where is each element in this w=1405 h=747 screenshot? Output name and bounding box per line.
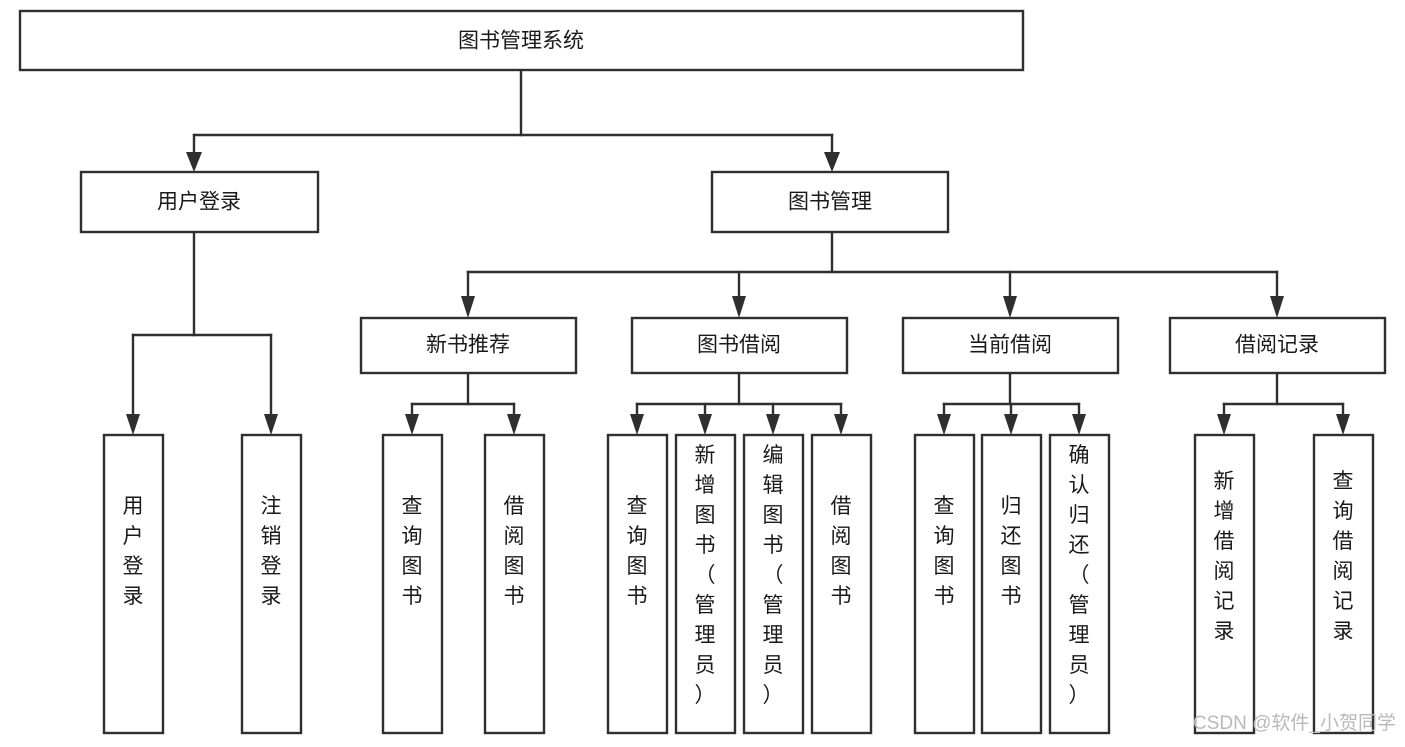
node-root-box[interactable] bbox=[18, 9, 1025, 72]
node-leaf-borrow-book-2[interactable]: 借阅图书 bbox=[810, 433, 873, 735]
node-leaf-query-book-1-box[interactable] bbox=[381, 433, 444, 735]
arrowhead-leaf-user-login bbox=[126, 414, 140, 435]
node-user-login-label: 用户登录 bbox=[157, 191, 241, 214]
arrowhead-leaf-logout-login bbox=[264, 414, 278, 435]
node-book-borrow[interactable]: 图书借阅 bbox=[630, 316, 849, 375]
arrowhead-book-borrow bbox=[732, 296, 746, 318]
node-leaf-logout-login-box[interactable] bbox=[240, 433, 303, 735]
node-current-borrow[interactable]: 当前借阅 bbox=[901, 316, 1120, 375]
node-leaf-return-book[interactable]: 归还图书 bbox=[980, 433, 1043, 735]
arrowhead-borrow-record bbox=[1270, 296, 1284, 318]
node-leaf-user-login-box[interactable] bbox=[102, 433, 165, 735]
arrowhead-leaf-add-record bbox=[1217, 414, 1231, 435]
node-leaf-add-book-box[interactable] bbox=[674, 433, 737, 735]
arrowhead-leaf-borrow-book-2 bbox=[834, 414, 848, 435]
node-book-manage-box[interactable] bbox=[710, 170, 950, 234]
arrowhead-leaf-query-record bbox=[1336, 414, 1350, 435]
node-book-borrow-box[interactable] bbox=[630, 316, 849, 375]
arrowhead-leaf-query-book-2 bbox=[630, 414, 644, 435]
node-leaf-query-book-3[interactable]: 查询图书 bbox=[913, 433, 976, 735]
node-leaf-borrow-book-2-box[interactable] bbox=[810, 433, 873, 735]
arrowhead-leaf-query-book-3 bbox=[937, 414, 951, 435]
node-leaf-query-book-2-box[interactable] bbox=[606, 433, 669, 735]
node-current-borrow-box[interactable] bbox=[901, 316, 1120, 375]
node-new-book-rec-label: 新书推荐 bbox=[426, 334, 510, 357]
node-book-borrow-label: 图书借阅 bbox=[697, 334, 781, 357]
node-leaf-add-record[interactable]: 新增借阅记录 bbox=[1193, 433, 1256, 735]
node-leaf-logout-login-label: 注销登录 bbox=[261, 495, 282, 608]
node-book-manage-label: 图书管理 bbox=[788, 191, 872, 214]
node-leaf-return-book-box[interactable] bbox=[980, 433, 1043, 735]
connector-group-borrow-record bbox=[1217, 371, 1350, 435]
node-leaf-query-book-3-box[interactable] bbox=[913, 433, 976, 735]
node-new-book-rec-box[interactable] bbox=[359, 316, 578, 375]
arrowhead-new-book-rec bbox=[461, 296, 475, 318]
arrowhead-leaf-return-book bbox=[1004, 414, 1018, 435]
node-leaf-add-book[interactable]: 新增图书（管理员） bbox=[674, 433, 737, 735]
node-leaf-add-record-box[interactable] bbox=[1193, 433, 1256, 735]
arrowhead-leaf-query-book-1 bbox=[405, 414, 419, 435]
node-root[interactable]: 图书管理系统 bbox=[18, 9, 1025, 72]
arrowhead-leaf-borrow-book-1 bbox=[507, 414, 521, 435]
node-leaf-query-book-3-label: 查询图书 bbox=[934, 495, 955, 608]
node-leaf-confirm-return-box[interactable] bbox=[1048, 433, 1111, 735]
connector-group-book-borrow bbox=[630, 371, 848, 435]
connector-group-root bbox=[186, 68, 840, 172]
node-leaf-edit-book[interactable]: 编辑图书（管理员） bbox=[742, 433, 805, 735]
connector-group-current-borrow bbox=[937, 371, 1086, 435]
connector-group-new-book-rec bbox=[405, 371, 521, 435]
node-leaf-edit-book-box[interactable] bbox=[742, 433, 805, 735]
node-leaf-query-book-2[interactable]: 查询图书 bbox=[606, 433, 669, 735]
node-leaf-borrow-book-1-box[interactable] bbox=[483, 433, 546, 735]
connector-group-book-manage bbox=[461, 230, 1284, 318]
arrowhead-leaf-add-book bbox=[698, 414, 712, 435]
node-leaf-confirm-return[interactable]: 确认归还（管理员） bbox=[1048, 433, 1111, 735]
node-leaf-user-login-label: 用户登录 bbox=[123, 495, 144, 608]
node-new-book-rec[interactable]: 新书推荐 bbox=[359, 316, 578, 375]
node-book-manage[interactable]: 图书管理 bbox=[710, 170, 950, 234]
node-borrow-record-box[interactable] bbox=[1168, 316, 1387, 375]
node-leaf-query-record-label: 查询借阅记录 bbox=[1333, 470, 1354, 643]
node-root-label: 图书管理系统 bbox=[458, 30, 584, 53]
node-leaf-borrow-book-2-label: 借阅图书 bbox=[831, 495, 852, 608]
node-borrow-record-label: 借阅记录 bbox=[1235, 334, 1319, 357]
node-leaf-edit-book-label: 编辑图书（管理员） bbox=[763, 444, 784, 707]
node-leaf-return-book-label: 归还图书 bbox=[1001, 495, 1022, 608]
node-leaf-query-book-1[interactable]: 查询图书 bbox=[381, 433, 444, 735]
node-leaf-query-book-2-label: 查询图书 bbox=[627, 495, 648, 608]
connector-group-user-login bbox=[126, 230, 278, 435]
node-leaf-query-record[interactable]: 查询借阅记录 bbox=[1312, 433, 1375, 735]
node-leaf-user-login[interactable]: 用户登录 bbox=[102, 433, 165, 735]
node-leaf-query-book-1-label: 查询图书 bbox=[402, 495, 423, 608]
node-leaf-borrow-book-1[interactable]: 借阅图书 bbox=[483, 433, 546, 735]
node-current-borrow-label: 当前借阅 bbox=[968, 334, 1052, 357]
arrowhead-current-borrow bbox=[1003, 296, 1017, 318]
node-leaf-borrow-book-1-label: 借阅图书 bbox=[504, 495, 525, 608]
node-leaf-add-book-label: 新增图书（管理员） bbox=[695, 444, 716, 707]
arrowhead-book-manage bbox=[824, 152, 840, 172]
node-leaf-query-record-box[interactable] bbox=[1312, 433, 1375, 735]
node-leaf-logout-login[interactable]: 注销登录 bbox=[240, 433, 303, 735]
arrowhead-leaf-confirm-return bbox=[1072, 414, 1086, 435]
node-leaf-add-record-label: 新增借阅记录 bbox=[1214, 470, 1235, 643]
node-borrow-record[interactable]: 借阅记录 bbox=[1168, 316, 1387, 375]
arrowhead-leaf-edit-book bbox=[766, 414, 780, 435]
watermark-label: CSDN @软件_小贺同学 bbox=[1193, 712, 1396, 734]
node-leaf-confirm-return-label: 确认归还（管理员） bbox=[1069, 444, 1090, 707]
node-user-login[interactable]: 用户登录 bbox=[79, 170, 320, 234]
node-user-login-box[interactable] bbox=[79, 170, 320, 234]
arrowhead-user-login bbox=[186, 152, 202, 172]
